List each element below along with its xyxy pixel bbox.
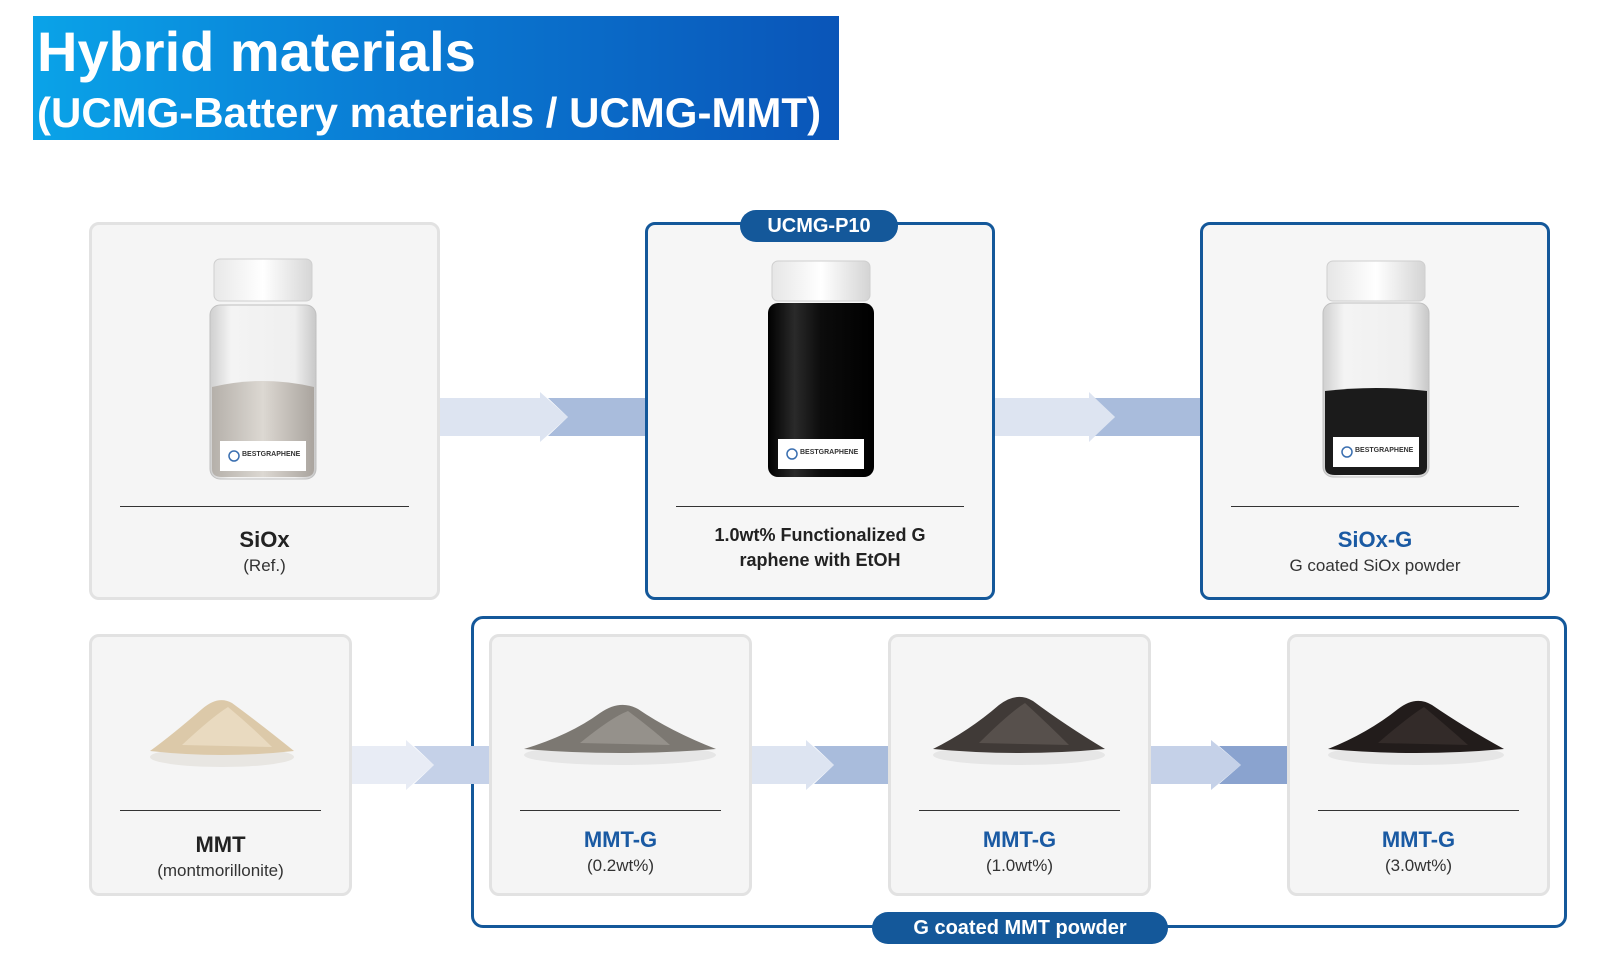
mmt-g-sub: (1.0wt%) bbox=[985, 856, 1054, 875]
mmt-g-sub: (0.2wt%) bbox=[586, 856, 655, 875]
title-banner: Hybrid materials (UCMG-Battery materials… bbox=[33, 16, 839, 140]
divider bbox=[120, 506, 409, 507]
grey-powder-pile-icon bbox=[524, 704, 716, 765]
vial-label: BESTGRAPHENE bbox=[242, 451, 301, 458]
divider bbox=[676, 506, 964, 507]
black-vial-icon bbox=[768, 260, 874, 477]
flow-arrow bbox=[440, 392, 646, 442]
mmt-g-sub: (3.0wt%) bbox=[1384, 856, 1453, 875]
beige-powder-pile-icon bbox=[150, 700, 294, 767]
mmt-sub: (montmorillonite) bbox=[157, 861, 284, 880]
dark-grey-powder-pile-icon bbox=[933, 696, 1105, 765]
flow-arrow bbox=[352, 740, 492, 790]
mmt-g-card-2: MMT-G (1.0wt%) bbox=[888, 634, 1151, 896]
siox-sub: (Ref.) bbox=[243, 556, 286, 575]
mmt-card: MMT (montmorillonite) bbox=[89, 634, 352, 896]
mmt-name: MMT bbox=[195, 832, 246, 857]
divider bbox=[120, 810, 321, 811]
ucmg-card: BESTGRAPHENE 1.0wt% Functionalized G rap… bbox=[645, 222, 995, 600]
siox-g-card: BESTGRAPHENE SiOx-G G coated SiOx powder bbox=[1200, 222, 1550, 600]
ucmg-desc-line1: 1.0wt% Functionalized G bbox=[714, 525, 926, 545]
group-label: G coated MMT powder bbox=[872, 912, 1168, 944]
ucmg-badge: UCMG-P10 bbox=[740, 210, 898, 242]
divider bbox=[1231, 506, 1519, 507]
mmt-g-card-3: MMT-G (3.0wt%) bbox=[1287, 634, 1550, 896]
clear-vial-black-powder-icon bbox=[1322, 260, 1430, 478]
siox-name: SiOx bbox=[239, 527, 290, 552]
ucmg-desc-line2: raphene with EtOH bbox=[739, 550, 901, 570]
mmt-g-card-1: MMT-G (0.2wt%) bbox=[489, 634, 752, 896]
flow-arrow bbox=[995, 392, 1201, 442]
siox-g-name: SiOx-G bbox=[1337, 527, 1413, 552]
flow-arrow bbox=[1151, 740, 1289, 790]
page-title: Hybrid materials bbox=[37, 20, 476, 83]
divider bbox=[1318, 810, 1519, 811]
flow-arrow bbox=[752, 740, 890, 790]
clear-vial-powder-icon bbox=[209, 258, 317, 480]
mmt-g-name: MMT-G bbox=[1381, 827, 1456, 852]
siox-g-sub: G coated SiOx powder bbox=[1289, 556, 1461, 575]
black-powder-pile-icon bbox=[1328, 700, 1504, 765]
siox-card: BESTGRAPHENE SiOx (Ref.) bbox=[89, 222, 440, 600]
divider bbox=[520, 810, 721, 811]
vial-label: BESTGRAPHENE bbox=[1355, 447, 1414, 454]
mmt-g-name: MMT-G bbox=[982, 827, 1057, 852]
page-subtitle: (UCMG-Battery materials / UCMG-MMT) bbox=[37, 89, 822, 136]
mmt-g-name: MMT-G bbox=[583, 827, 658, 852]
divider bbox=[919, 810, 1120, 811]
vial-label: BESTGRAPHENE bbox=[800, 449, 859, 456]
